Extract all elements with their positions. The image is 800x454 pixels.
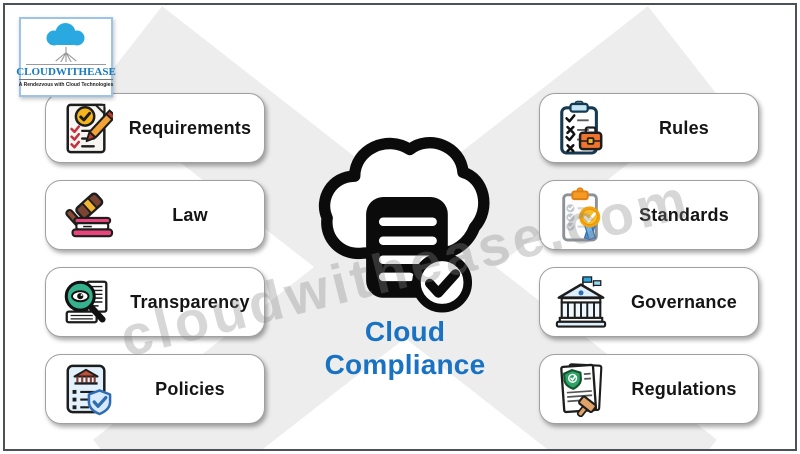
document-bank-shield-icon — [46, 361, 120, 417]
center-title: Cloud Compliance — [288, 315, 522, 381]
label-law: Law — [172, 204, 208, 225]
checklist-pencil-icon — [46, 100, 120, 156]
cloudwithease-logo: CLOUDWITHEASE A Rendezvous with Cloud Te… — [16, 17, 116, 97]
clipboard-medal-icon — [540, 187, 614, 243]
center-title-line2: Compliance — [324, 349, 486, 380]
clipboard-briefcase-icon — [540, 100, 614, 156]
box-rules: Rules — [539, 93, 759, 163]
document-shield-gavel-icon — [540, 361, 614, 417]
box-transparency: Transparency — [45, 267, 265, 337]
center-title-line1: Cloud — [364, 316, 446, 347]
label-governance: Governance — [630, 291, 738, 312]
magnifier-eye-document-icon — [46, 276, 120, 328]
box-requirements: Requirements — [45, 93, 265, 163]
box-policies: Policies — [45, 354, 265, 424]
box-regulations: Regulations — [539, 354, 759, 424]
logo-network-roots-icon — [55, 47, 77, 62]
gavel-book-icon — [46, 189, 120, 241]
label-regulations: Regulations — [631, 378, 737, 399]
label-rules: Rules — [658, 117, 710, 138]
label-requirements: Requirements — [128, 117, 252, 138]
logo-cloud-icon — [46, 23, 85, 46]
label-policies: Policies — [155, 378, 225, 399]
bank-building-flag-icon — [540, 275, 614, 329]
logo-name: CLOUDWITHEASE — [16, 66, 116, 78]
logo-divider — [26, 64, 106, 65]
label-standards: Standards — [639, 204, 729, 225]
logo-tagline: A Rendezvous with Cloud Technologies — [18, 79, 114, 88]
label-transparency: Transparency — [130, 291, 250, 312]
box-governance: Governance — [539, 267, 759, 337]
cloud-document-check-icon — [311, 117, 501, 317]
box-law: Law — [45, 180, 265, 250]
diagram-frame: Requirements Law — [3, 3, 797, 451]
box-standards: Standards — [539, 180, 759, 250]
